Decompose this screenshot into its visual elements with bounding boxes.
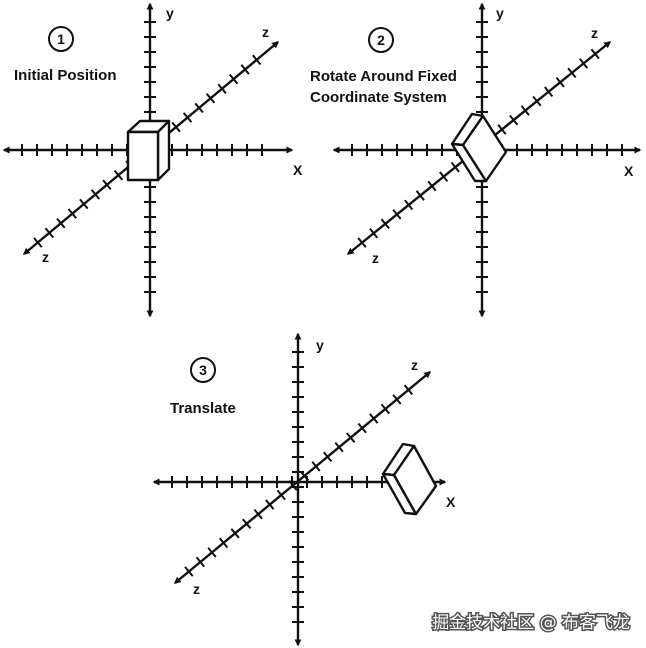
axis-tick — [217, 83, 227, 94]
z-axis-label-far: z — [262, 24, 269, 40]
y-axis-label: y — [316, 337, 324, 353]
cube-front-face — [126, 130, 160, 182]
axis-tick — [311, 461, 321, 472]
axis-tick — [299, 470, 310, 482]
axis-tick — [67, 208, 77, 219]
axis-tick — [288, 480, 298, 491]
step-number: 2 — [377, 32, 385, 48]
axis-tick — [544, 86, 554, 98]
axis-tick — [532, 95, 542, 107]
watermark: 掘金技术社区 @ 布客飞龙 — [432, 613, 630, 633]
axis-tick — [403, 384, 414, 396]
panel-2: 2 Rotate Around Fixed Coordinate System … — [310, 2, 642, 318]
axis-tick — [380, 218, 390, 230]
caption-line: Coordinate System — [310, 89, 447, 106]
axis-tick — [520, 105, 530, 116]
axis-tick — [439, 171, 449, 182]
cube — [381, 442, 438, 516]
axis-tick — [276, 489, 286, 501]
axis-tick — [33, 237, 43, 248]
axis-tick — [450, 161, 460, 173]
axis-tick — [113, 169, 124, 181]
step-caption: Initial Position — [14, 67, 117, 84]
step-number: 1 — [57, 31, 65, 47]
axis-tick — [182, 112, 193, 123]
axis-line — [173, 371, 432, 584]
y-axis-label: y — [166, 5, 174, 21]
axis-tick — [207, 547, 217, 558]
axis-tick — [404, 199, 414, 211]
axis-tick — [415, 190, 425, 201]
step-number: 3 — [199, 362, 207, 378]
axis-tick — [380, 403, 390, 415]
step-number-badge — [368, 27, 394, 53]
axis-tick — [242, 518, 252, 529]
y-axis — [292, 332, 304, 647]
axis-tick — [346, 432, 356, 443]
x-axis-label: X — [446, 494, 456, 510]
axis-tick — [253, 508, 263, 520]
step-number-badge — [48, 26, 74, 52]
z-axis-label-far: z — [411, 357, 418, 373]
axis-tick — [195, 556, 205, 568]
z-axis-label-near: z — [372, 250, 379, 266]
axis-tick — [567, 67, 577, 79]
z-axis-label-near: z — [193, 581, 200, 597]
axis-tick — [228, 73, 239, 85]
axis-tick — [102, 179, 112, 191]
y-axis-label: y — [496, 5, 504, 21]
z-axis-label-near: z — [42, 249, 49, 265]
panel-1: 1 Initial Position y X z z — [2, 2, 303, 318]
axis-tick — [205, 93, 216, 104]
axis-tick — [369, 227, 379, 239]
z-axis — [173, 371, 432, 584]
axis-tick — [184, 566, 194, 577]
panel-3: 3 Translate y X z z — [152, 332, 456, 647]
axis-tick — [509, 114, 519, 126]
axis-tick — [194, 102, 204, 114]
axis-tick — [44, 227, 54, 239]
cube-side-face — [461, 114, 508, 183]
axis-tick — [265, 499, 275, 510]
axis-tick — [497, 124, 507, 135]
x-axis-label: X — [293, 162, 303, 178]
axis-tick — [357, 237, 367, 248]
cube — [126, 119, 171, 182]
axis-tick — [369, 413, 379, 424]
axis-tick — [171, 121, 181, 133]
step-number-badge — [190, 357, 216, 383]
axis-tick — [392, 394, 402, 405]
axis-tick — [590, 48, 600, 60]
caption-line: Rotate Around Fixed — [310, 68, 457, 85]
x-axis-label: X — [624, 163, 634, 179]
cube-side-face — [156, 119, 171, 182]
axis-tick — [322, 451, 333, 463]
cube — [450, 112, 508, 183]
axis-tick — [56, 217, 66, 229]
cube-side-face — [392, 444, 438, 516]
axis-tick — [90, 189, 100, 200]
axis-tick — [392, 209, 402, 220]
step-caption: Rotate Around Fixed Coordinate System — [310, 68, 461, 106]
axis-tick — [218, 537, 229, 549]
caption-line: Translate — [170, 400, 236, 417]
axis-tick — [252, 54, 262, 66]
axis-tick — [427, 180, 437, 192]
axis-tick — [555, 76, 565, 88]
axis-tick — [357, 422, 367, 434]
axis-tick — [79, 198, 89, 210]
caption-line: Initial Position — [14, 67, 117, 84]
z-axis-label-far: z — [591, 25, 598, 41]
axis-tick — [240, 64, 250, 75]
axis-tick — [334, 441, 344, 453]
axis-tick — [230, 528, 240, 539]
step-caption: Translate — [170, 400, 236, 417]
axis-tick — [579, 58, 589, 69]
